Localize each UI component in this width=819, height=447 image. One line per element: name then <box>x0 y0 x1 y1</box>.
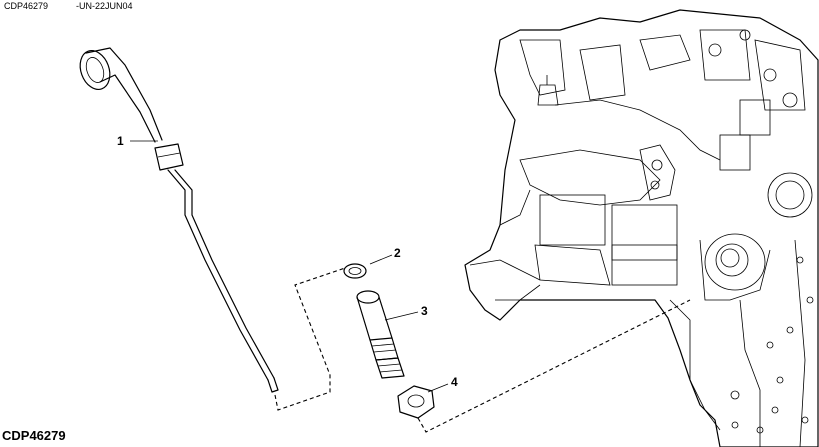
o-ring <box>343 263 367 279</box>
callout-leaders <box>130 140 449 393</box>
callout-1: 1 <box>117 134 124 148</box>
callout-2: 2 <box>394 246 401 260</box>
dipstick <box>79 47 279 393</box>
figure-id-header: CDP46279 <box>4 1 49 11</box>
figure-id-footer: CDP46279 <box>2 428 66 443</box>
engine-block <box>464 9 819 447</box>
revision-code: -UN-22JUN04 <box>76 1 133 11</box>
callout-3: 3 <box>421 304 428 318</box>
dipstick-tube <box>356 290 405 379</box>
hex-nut <box>397 385 435 419</box>
callout-4: 4 <box>451 375 458 389</box>
assembly-lines <box>274 267 691 433</box>
